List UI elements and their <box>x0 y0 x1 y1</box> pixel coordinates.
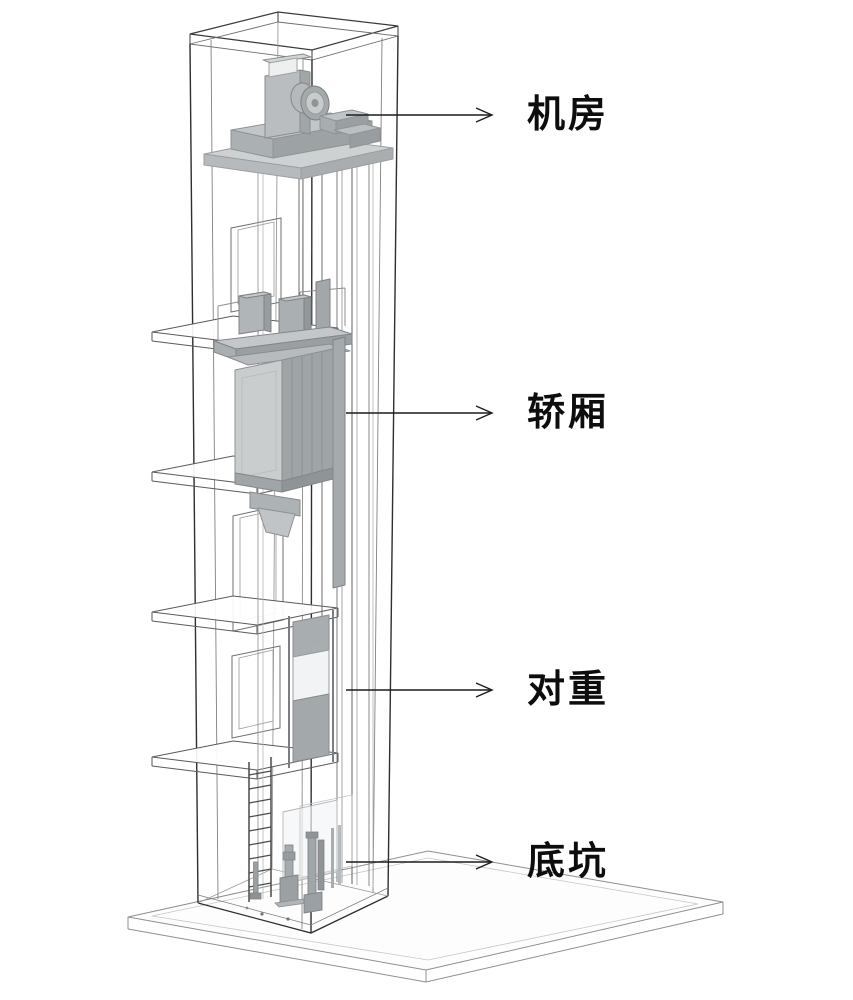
traction-sheave <box>290 82 330 121</box>
pit-ladder <box>248 757 272 902</box>
label-pit: 底坑 <box>527 841 610 883</box>
elevator-car <box>213 278 353 589</box>
leader-arrows <box>345 107 493 870</box>
pit-buffers <box>245 794 353 921</box>
machine-room-assembly <box>203 53 394 180</box>
leader-arrow-counterweight <box>345 682 493 698</box>
label-car: 轿厢 <box>527 392 610 434</box>
landing-door-frame <box>231 645 281 739</box>
label-counterweight: 对重 <box>527 669 610 711</box>
leader-arrow-car <box>345 405 493 421</box>
counterweight-assembly <box>288 610 334 768</box>
label-machine-room: 机房 <box>527 94 610 136</box>
